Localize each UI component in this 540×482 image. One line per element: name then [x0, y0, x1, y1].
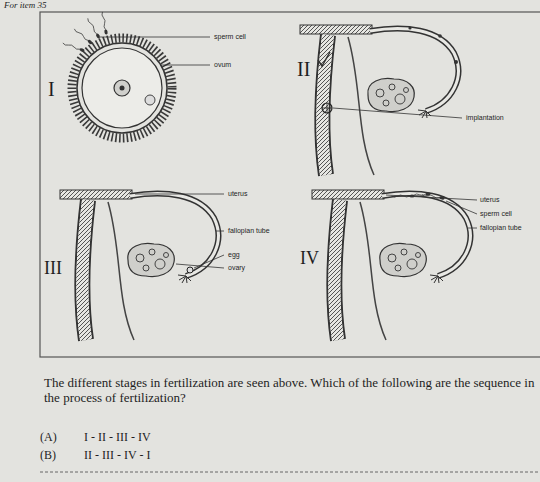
- item-note: For item 35: [4, 0, 47, 10]
- check-mark: [318, 52, 330, 66]
- part-label: fallopian tube: [480, 224, 522, 232]
- option-letter: (B): [40, 448, 56, 462]
- part-label: implantation: [466, 114, 504, 122]
- part-label: sperm cell: [214, 33, 246, 41]
- implantation-figure: [300, 25, 462, 175]
- rule: [40, 472, 540, 473]
- option-letter: (A): [40, 430, 57, 444]
- figure-number: II: [297, 58, 310, 81]
- figure-number: III: [44, 258, 62, 279]
- part-label: ovum: [214, 61, 231, 69]
- part-label: fallopian tube: [228, 227, 270, 235]
- part-label: sperm cell: [480, 210, 512, 218]
- ovum-figure: [62, 12, 210, 138]
- frame: [40, 12, 540, 357]
- part-label: uterus: [228, 190, 247, 198]
- option-text: I - II - III - IV: [84, 430, 151, 444]
- sperm-travel-figure: [312, 190, 477, 340]
- figure-number: I: [48, 78, 55, 101]
- part-label: ovary: [228, 264, 245, 272]
- part-label: uterus: [480, 196, 499, 204]
- option-text: II - III - IV - I: [84, 448, 150, 462]
- figure-number: IV: [300, 248, 319, 269]
- part-label: egg: [228, 251, 240, 259]
- ovulation-figure: [60, 190, 224, 340]
- question-text: The different stages in fertilization ar…: [44, 375, 536, 405]
